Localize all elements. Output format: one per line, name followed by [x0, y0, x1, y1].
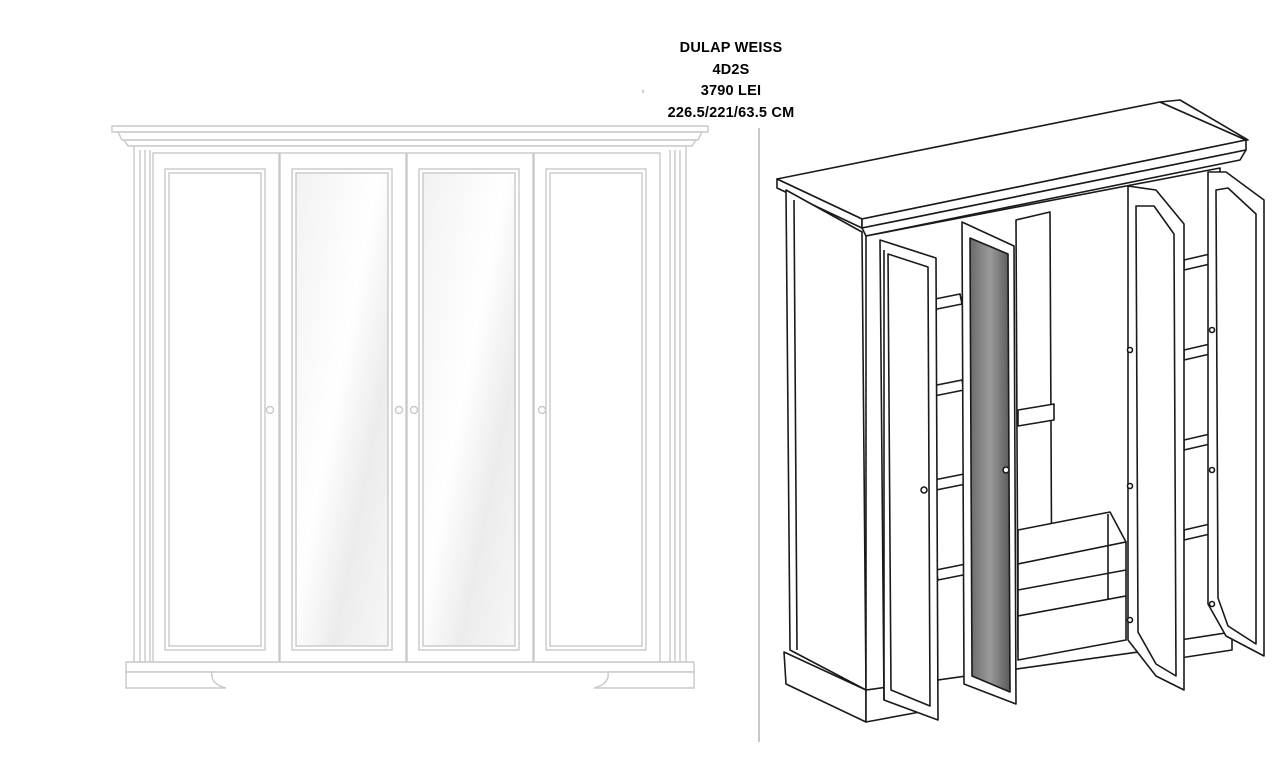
wardrobe-front-view-illustration: [111, 125, 709, 689]
product-code: 4D2S: [712, 61, 750, 78]
product-dimensions: 226.5/221/63.5 CM: [667, 104, 795, 121]
product-caption: DULAP WEISS 4D2S 3790 LEI 226.5/221/63.5…: [611, 38, 851, 124]
product-name: DULAP WEISS: [679, 40, 783, 56]
product-price: 3790 LEI: [700, 83, 762, 99]
wardrobe-perspective-open-illustration: [776, 99, 1265, 723]
